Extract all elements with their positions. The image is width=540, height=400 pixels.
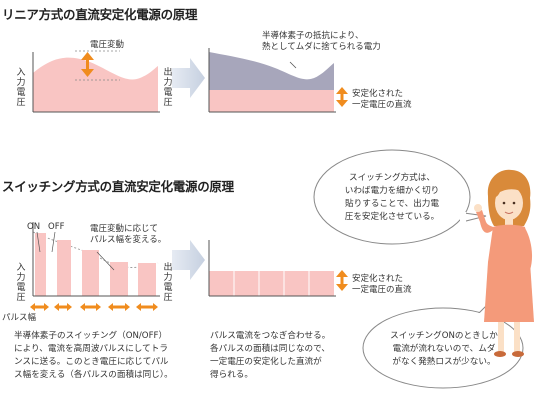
switching-on-label: ON [27, 222, 41, 232]
bubble-bottom-text: スイッチングONのときしか 電流が流れないので、ムダ がなく発熱ロスが少ない。 [390, 331, 498, 367]
switching-caption-left: 半導体素子のスイッチング（ON/OFF） により、電流を高周波パルスにしてトラ … [14, 331, 173, 380]
linear-stable-arrow [336, 87, 348, 107]
bubble-top [313, 149, 487, 245]
linear-title: リニア方式の直流安定化電源の原理 [2, 7, 198, 22]
switching-title: スイッチング方式の直流安定化電源の原理 [2, 179, 234, 194]
switching-caption-right: パルス電流をつなぎ合わせる。 各パルスの面積は同じなので、 一定電圧の安定化した… [210, 331, 331, 380]
switching-envelope [32, 231, 159, 268]
bubble-bottom [362, 298, 524, 389]
switching-pulse-note: 電圧変動に応じて パルス幅を変える。 [90, 224, 167, 245]
switching-stable-arrow [336, 270, 348, 291]
pulse-width-label: パルス幅 [2, 313, 37, 323]
pulse-width-arrows [30, 303, 158, 311]
linear-voltage-change-arrow [81, 52, 94, 77]
switching-output-voltage-label: 出力電圧 [163, 263, 173, 303]
pulse-5 [138, 263, 156, 296]
linear-loss-area [209, 52, 334, 90]
bubble-top-text: スイッチング方式は、 いわば電力を細かく切り 貼りすることで、出力電 圧を安定化… [344, 173, 440, 222]
linear-stable-area [209, 90, 334, 112]
linear-input-graph [32, 50, 160, 113]
switching-big-arrow-icon [172, 240, 205, 280]
pulse-1 [35, 233, 46, 296]
pulse-4 [110, 262, 128, 296]
linear-input-voltage-label: 入力電圧 [16, 68, 26, 108]
pulse-2 [57, 240, 71, 296]
switching-output-graph [208, 240, 336, 297]
linear-input-wave [33, 57, 158, 112]
linear-output-voltage-label: 出力電圧 [163, 68, 173, 108]
linear-output-graph [208, 48, 336, 113]
woman-illustration-icon [474, 169, 534, 357]
linear-big-arrow-icon [172, 58, 205, 98]
switching-stable-label: 安定化された 一定電圧の直流 [352, 274, 412, 295]
linear-loss-label: 半導体素子の抵抗により、 熱としてムダに捨てられる電力 [262, 31, 381, 52]
pulse-3 [82, 250, 99, 296]
linear-voltage-change-label: 電圧変動 [90, 40, 125, 50]
switching-input-voltage-label: 入力電圧 [16, 263, 26, 303]
switching-input-graph [32, 222, 160, 297]
linear-stable-label: 安定化された 一定電圧の直流 [352, 89, 412, 110]
switching-off-label: OFF [48, 222, 65, 232]
